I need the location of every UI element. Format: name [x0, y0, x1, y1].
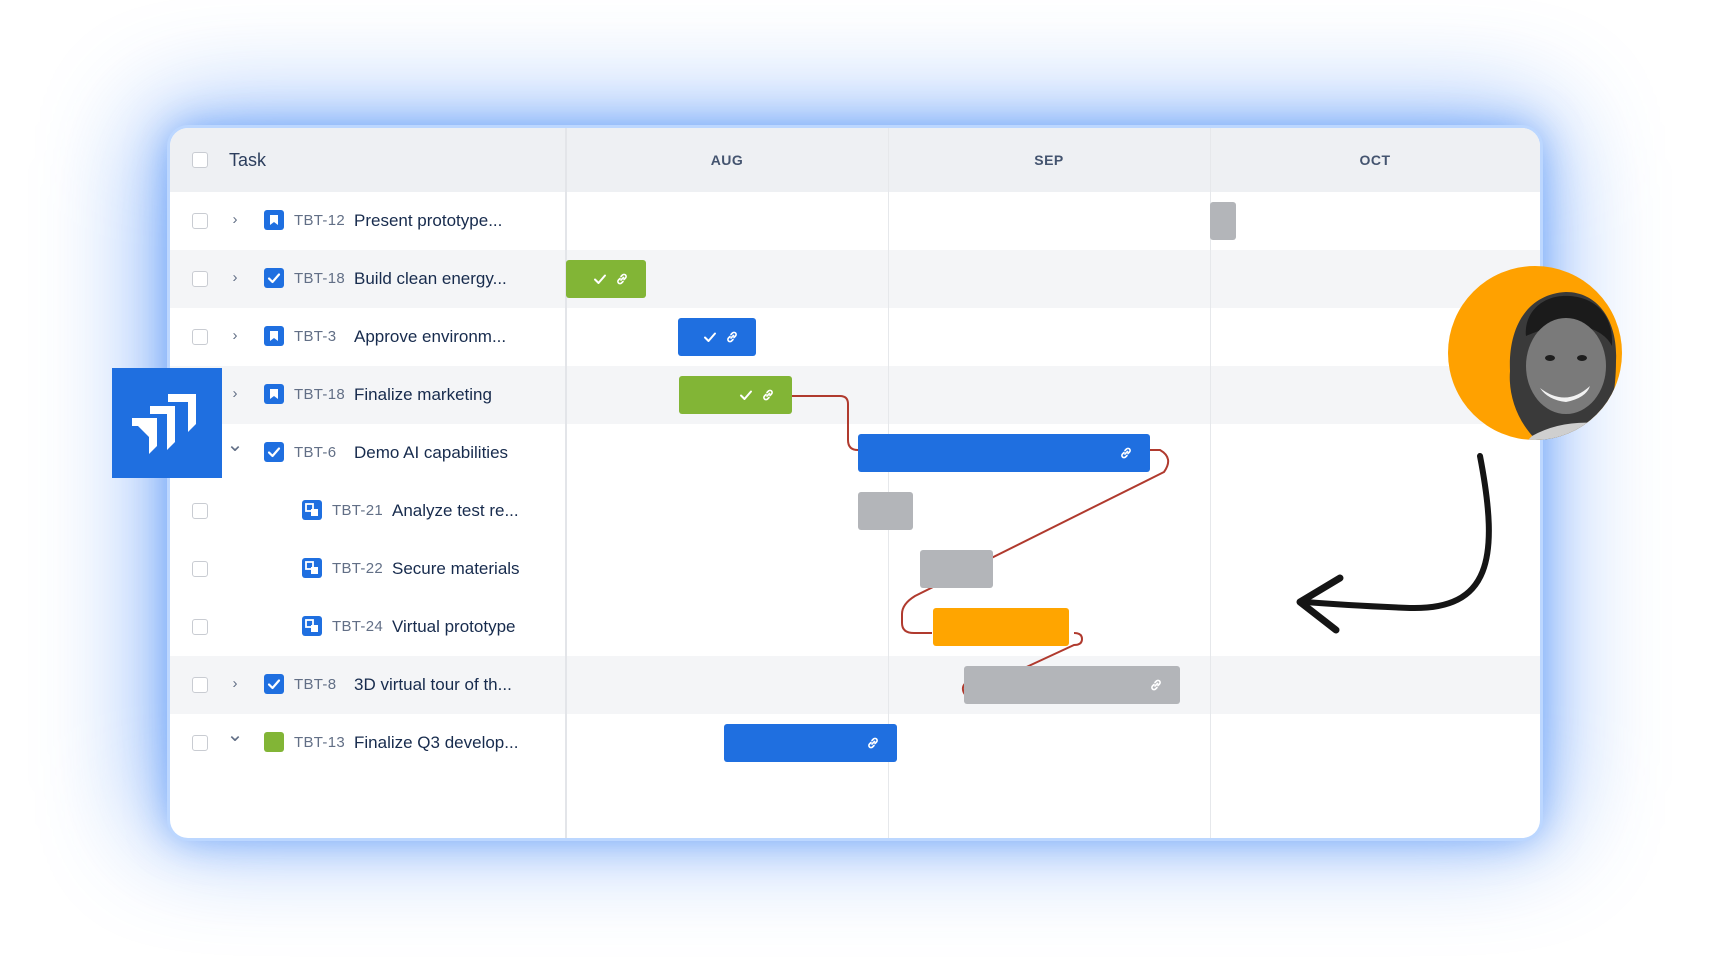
chevron-right-icon[interactable]: › [232, 211, 238, 228]
issue-key[interactable]: TBT-3 [294, 328, 337, 345]
timeline-bar[interactable] [566, 260, 646, 298]
link-icon[interactable] [760, 387, 776, 403]
task-row-cell: › TBT-18 Finalize marketing [170, 366, 566, 424]
subtask-type-icon [302, 500, 322, 520]
task-row-cell: › TBT-18 Build clean energy... [170, 250, 566, 308]
row-checkbox[interactable] [192, 677, 208, 693]
timeline-bar[interactable] [933, 608, 1069, 646]
issue-key[interactable]: TBT-22 [332, 560, 383, 577]
jira-logo [112, 368, 222, 478]
issue-title[interactable]: Present prototype... [354, 211, 503, 230]
task-row-cell: › TBT-3 Approve environm... [170, 308, 566, 366]
link-icon[interactable] [1118, 445, 1134, 461]
timeline-bar[interactable] [920, 550, 993, 588]
timeline-bar[interactable] [678, 318, 756, 356]
month-oct: OCT [1359, 152, 1391, 168]
issue-key[interactable]: TBT-18 [294, 386, 345, 403]
task-row[interactable]: TBT-21 Analyze test re... [170, 482, 1540, 540]
timeline-bar[interactable] [1210, 202, 1236, 240]
task-type-icon [264, 674, 284, 694]
task-row[interactable]: › TBT-12 Present prototype... [170, 192, 1540, 250]
task-row-cell: › TBT-8 3D virtual tour of th... [170, 656, 566, 714]
subtask-type-icon [302, 616, 322, 636]
user-avatar [1448, 266, 1622, 440]
link-icon[interactable] [1148, 677, 1164, 693]
task-row[interactable]: ⌄ TBT-13 Finalize Q3 develop... [170, 714, 1540, 772]
issue-title[interactable]: Secure materials [392, 559, 520, 578]
task-row[interactable]: › TBT-18 Build clean energy... [170, 250, 1540, 308]
task-row-cell: › TBT-12 Present prototype... [170, 192, 566, 250]
issue-title[interactable]: Build clean energy... [354, 269, 507, 288]
month-sep: SEP [1034, 152, 1064, 168]
story-type-icon [264, 384, 284, 404]
issue-title[interactable]: Finalize marketing [354, 385, 492, 404]
issue-key[interactable]: TBT-24 [332, 618, 383, 635]
issue-key[interactable]: TBT-13 [294, 734, 345, 751]
check-icon [738, 387, 754, 403]
link-icon[interactable] [724, 329, 740, 345]
pane-divider [565, 128, 567, 838]
task-row[interactable]: TBT-22 Secure materials [170, 540, 1540, 598]
task-row[interactable]: ⌄ TBT-6 Demo AI capabilities [170, 424, 1540, 482]
chevron-right-icon[interactable]: › [232, 385, 238, 402]
issue-key[interactable]: TBT-12 [294, 212, 345, 229]
issue-title[interactable]: 3D virtual tour of th... [354, 675, 512, 694]
link-icon[interactable] [614, 271, 630, 287]
task-row-cell: TBT-22 Secure materials [170, 540, 566, 598]
chevron-down-icon[interactable]: ⌄ [226, 724, 244, 746]
epic-type-icon [264, 732, 284, 752]
task-column-header[interactable]: Task [229, 150, 267, 170]
task-row[interactable]: › TBT-3 Approve environm... [170, 308, 1540, 366]
row-checkbox[interactable] [192, 329, 208, 345]
check-icon [592, 271, 608, 287]
row-checkbox[interactable] [192, 503, 208, 519]
issue-title[interactable]: Approve environm... [354, 327, 507, 346]
row-checkbox[interactable] [192, 561, 208, 577]
gantt-card: Task AUG SEP OCT › TBT-12 Present prototyp… [170, 128, 1540, 838]
issue-title[interactable]: Virtual prototype [392, 617, 516, 636]
timeline-bar[interactable] [858, 434, 1150, 472]
story-type-icon [264, 326, 284, 346]
issue-key[interactable]: TBT-6 [294, 444, 337, 461]
issue-key[interactable]: TBT-21 [332, 502, 383, 519]
chevron-right-icon[interactable]: › [232, 675, 238, 692]
issue-key[interactable]: TBT-18 [294, 270, 345, 287]
subtask-type-icon [302, 558, 322, 578]
story-type-icon [264, 210, 284, 230]
timeline-bar[interactable] [679, 376, 792, 414]
task-type-icon [264, 442, 284, 462]
link-icon[interactable] [865, 735, 881, 751]
chevron-right-icon[interactable]: › [232, 269, 238, 286]
row-checkbox[interactable] [192, 213, 208, 229]
row-checkbox[interactable] [192, 271, 208, 287]
month-aug: AUG [710, 152, 744, 168]
row-checkbox[interactable] [192, 735, 208, 751]
timeline-header [170, 128, 1540, 192]
month-divider-sep [888, 128, 889, 838]
timeline-bar[interactable] [964, 666, 1180, 704]
task-row[interactable]: › TBT-18 Finalize marketing [170, 366, 1540, 424]
select-all-checkbox[interactable] [192, 152, 208, 168]
task-row-cell: TBT-21 Analyze test re... [170, 482, 566, 540]
chevron-down-icon[interactable]: ⌄ [226, 434, 244, 456]
chevron-right-icon[interactable]: › [232, 327, 238, 344]
issue-key[interactable]: TBT-8 [294, 676, 337, 693]
timeline-bar[interactable] [724, 724, 897, 762]
task-row-cell: TBT-24 Virtual prototype [170, 598, 566, 656]
timeline-bar[interactable] [858, 492, 913, 530]
task-row[interactable]: TBT-24 Virtual prototype [170, 598, 1540, 656]
task-row-cell: ⌄ TBT-6 Demo AI capabilities [170, 424, 566, 482]
issue-title[interactable]: Demo AI capabilities [354, 443, 509, 462]
row-checkbox[interactable] [192, 619, 208, 635]
issue-title[interactable]: Analyze test re... [392, 501, 519, 520]
task-row-cell: ⌄ TBT-13 Finalize Q3 develop... [170, 714, 566, 772]
month-divider-oct [1210, 128, 1211, 838]
issue-title[interactable]: Finalize Q3 develop... [354, 733, 519, 752]
task-type-icon [264, 268, 284, 288]
task-row[interactable]: › TBT-8 3D virtual tour of th... [170, 656, 1540, 714]
check-icon [702, 329, 718, 345]
